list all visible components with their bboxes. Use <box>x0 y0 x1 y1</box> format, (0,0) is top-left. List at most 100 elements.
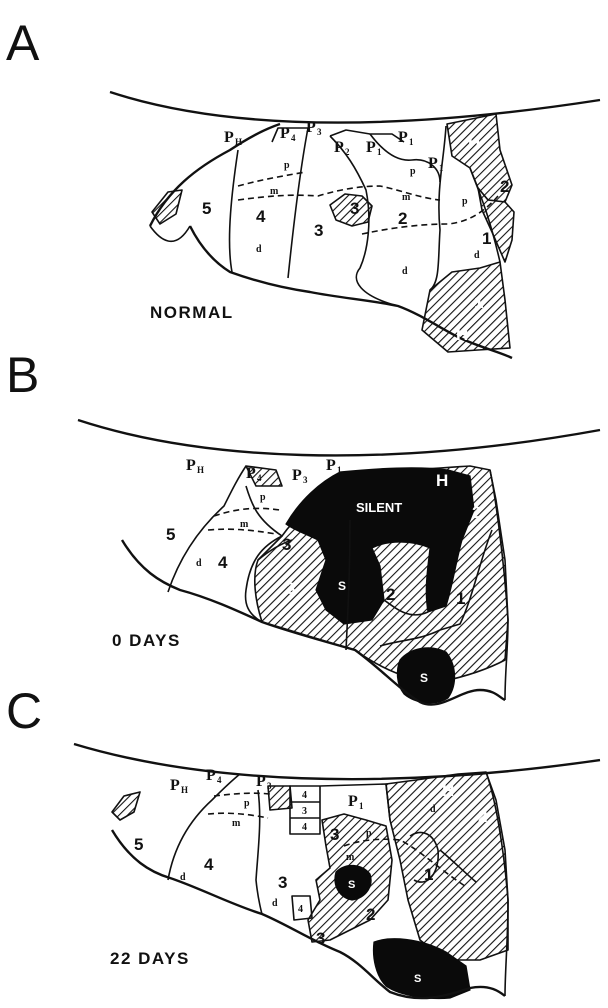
label-b-p4: P <box>246 465 256 482</box>
label-b-silent: SILENT <box>356 500 402 515</box>
svg-text:3: 3 <box>317 127 322 137</box>
label-b-ph: P <box>186 457 196 474</box>
caption-normal: NORMAL <box>150 303 234 322</box>
panel-letter-a: A <box>6 15 40 71</box>
svg-text:H: H <box>181 785 188 795</box>
panel-letter-c: C <box>6 683 42 739</box>
label-b-s2: S <box>420 671 428 685</box>
label-c-box-4b: 4 <box>302 822 307 833</box>
caption-22-days: 22 DAYS <box>110 949 190 968</box>
label-a-p1a: P <box>366 139 376 156</box>
label-c-m-small: m <box>232 818 241 829</box>
label-a-h-bottom: H <box>456 325 468 344</box>
label-c-5: 5 <box>134 835 143 854</box>
label-c-s1: S <box>348 879 355 891</box>
label-a-h-top: H <box>468 133 480 152</box>
label-a-p1c: P <box>428 155 438 172</box>
label-a-2h: 2 <box>500 177 509 196</box>
label-a-d3-small: d <box>474 250 480 261</box>
label-a-m2-small: m <box>402 192 411 203</box>
label-c-3: 3 <box>278 873 287 892</box>
border-a-2-1 <box>430 126 446 290</box>
label-b-h: H <box>436 471 448 490</box>
label-b-5: 5 <box>166 525 175 544</box>
dash-b-1 <box>214 508 280 516</box>
label-c-p-small: p <box>244 798 250 809</box>
label-b-2h: 2 <box>472 503 481 522</box>
label-c-p1: P <box>348 793 358 810</box>
label-c-box-4a: 4 <box>302 790 307 801</box>
caption-0-days: 0 DAYS <box>112 631 181 650</box>
svg-text:4: 4 <box>217 775 222 785</box>
cortex-surface-line-a <box>110 92 600 123</box>
label-a-p-small: p <box>284 160 290 171</box>
svg-text:1: 1 <box>377 147 382 157</box>
svg-text:1: 1 <box>439 163 444 173</box>
border-a-4-3 <box>288 128 308 278</box>
dash-a-3 <box>362 196 498 234</box>
region-c-hatched-left-edge <box>112 792 140 820</box>
label-c-p2-small: p <box>366 828 372 839</box>
label-a-1: 1 <box>482 229 491 248</box>
label-b-3b: 3 <box>286 579 295 598</box>
label-c-4: 4 <box>204 855 214 874</box>
label-c-d3-small: d <box>430 804 436 815</box>
svg-text:1: 1 <box>337 465 342 475</box>
label-c-d2-small: d <box>272 898 278 909</box>
svg-text:3: 3 <box>303 475 308 485</box>
label-a-4: 4 <box>256 207 266 226</box>
label-a-p4: P <box>280 125 290 142</box>
label-b-p1: P <box>326 457 336 474</box>
label-a-1h: 1 <box>474 293 483 312</box>
label-a-m-small: m <box>270 186 279 197</box>
label-c-ph: P <box>170 777 180 794</box>
cortex-surface-line-b <box>78 420 600 455</box>
label-b-3a: 3 <box>282 535 291 554</box>
panel-a: A P H P 4 P 3 P 2 P <box>6 15 600 358</box>
label-a-p2: P <box>334 139 344 156</box>
dash-a-1 <box>238 172 306 186</box>
cortex-surface-line-c <box>74 744 600 779</box>
label-c-3b: 3 <box>330 825 339 844</box>
label-c-2: 2 <box>366 905 375 924</box>
svg-text:1: 1 <box>409 137 414 147</box>
svg-text:H: H <box>235 137 242 147</box>
label-b-4: 4 <box>218 553 228 572</box>
label-a-d-small: d <box>256 244 262 255</box>
label-c-p4: P <box>206 767 216 784</box>
svg-text:H: H <box>197 465 204 475</box>
dash-c-1 <box>214 793 270 796</box>
label-c-p3: P <box>256 773 266 790</box>
label-b-d-small: d <box>196 558 202 569</box>
label-c-box-4c: 4 <box>298 904 303 915</box>
label-a-5: 5 <box>202 199 211 218</box>
label-a-d2-small: d <box>402 266 408 277</box>
label-a-2: 2 <box>398 209 407 228</box>
svg-text:2: 2 <box>345 147 350 157</box>
label-c-m2-small: m <box>346 852 355 863</box>
svg-text:1: 1 <box>359 801 364 811</box>
svg-text:4: 4 <box>257 473 262 483</box>
svg-text:3: 3 <box>267 781 272 791</box>
panel-letter-b: B <box>6 347 39 403</box>
label-c-s2: S <box>414 973 421 985</box>
label-b-s1: S <box>338 579 346 593</box>
label-c-1: 1 <box>424 865 433 884</box>
label-a-p3-small: p <box>462 196 468 207</box>
label-a-ph: P <box>224 129 234 146</box>
map-top-left-b <box>168 466 246 592</box>
label-c-2h: 2 <box>478 807 487 826</box>
label-c-h: H <box>442 781 454 800</box>
region-left-hatched <box>152 190 182 224</box>
label-a-p1b: P <box>398 129 408 146</box>
panel-c: C P H P 4 P 3 P 1 H 5 <box>6 683 600 999</box>
label-a-3: 3 <box>314 221 323 240</box>
label-a-3b: 3 <box>350 199 359 218</box>
border-c-4-3 <box>256 790 262 914</box>
svg-text:4: 4 <box>291 133 296 143</box>
label-b-p3: P <box>292 467 302 484</box>
label-b-p-small: p <box>260 492 266 503</box>
map-left-edge-a <box>150 226 190 241</box>
label-a-p2-small: p <box>410 166 416 177</box>
